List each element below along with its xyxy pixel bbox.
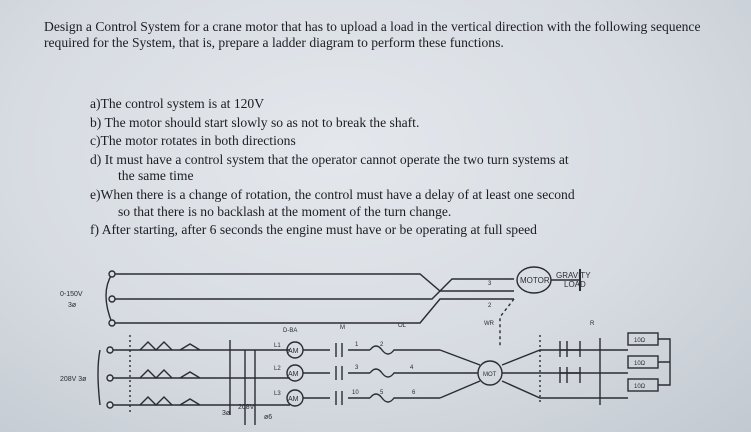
terminal-2-label: 2 [488, 303, 492, 309]
node-5-label: 5 [380, 390, 384, 396]
ammeter-2-label: AM [288, 371, 299, 378]
requirement-b: b) The motor should start slowly so as n… [90, 114, 420, 130]
bottom-voltage-label: 208V [238, 404, 255, 411]
node-3-label: 3 [355, 365, 359, 371]
load-label: LOAD [564, 280, 586, 289]
col-dcam-label: D-BA [283, 328, 297, 334]
mains-label: 208V 3ø [60, 376, 87, 383]
requirement-c: c)The motor rotates in both directions [90, 133, 296, 149]
bottom-phase-right: ø6 [264, 414, 272, 421]
requirement-a: a)The control system is at 120V [90, 96, 265, 111]
requirement-f: f) After starting, after 6 seconds the e… [90, 222, 537, 238]
resistor-2-label: 10Ω [634, 361, 646, 367]
node-1-label: 1 [355, 342, 359, 348]
bottom-phase-left: 3ø [222, 410, 231, 417]
l1-label: L1 [274, 343, 281, 349]
node-4-label: 4 [410, 365, 414, 371]
node-2-label: 2 [380, 342, 384, 348]
resistor-3-label: 10Ω [634, 384, 646, 390]
terminal-3-label: 3 [488, 281, 492, 287]
col-r-label: R [590, 321, 595, 327]
ammeter-1-label: AM [288, 348, 299, 355]
node-6-label: 6 [412, 390, 416, 396]
problem-statement: Design a Control System for a crane moto… [44, 19, 701, 50]
gravity-label: GRAVITY [556, 271, 591, 280]
small-motor-label: MOT [483, 372, 497, 378]
l3-label: L3 [274, 391, 281, 397]
col-ol-label: OL [398, 323, 407, 329]
supply-phase-label: 3ø [68, 302, 77, 309]
requirements-list: a)The control system is at 120V b) The m… [90, 96, 690, 241]
ammeter-3-label: AM [288, 396, 299, 403]
resistor-1-label: 10Ω [634, 338, 646, 344]
l2-label: L2 [274, 366, 281, 372]
requirement-e: e)When there is a change of rotation, th… [90, 186, 575, 219]
col-wr-label: WR [484, 321, 495, 327]
col-m-label: M [340, 325, 345, 331]
requirement-d: d) It must have a control system that th… [90, 151, 569, 184]
node-10-label: 10 [352, 390, 359, 396]
motor-circuit-diagram: 0-150V 3ø MOTOR GRAVITY LOAD 208V 3ø 208… [60, 266, 671, 425]
motor-label: MOTOR [520, 276, 550, 285]
supply-voltage-label: 0-150V [60, 291, 83, 298]
